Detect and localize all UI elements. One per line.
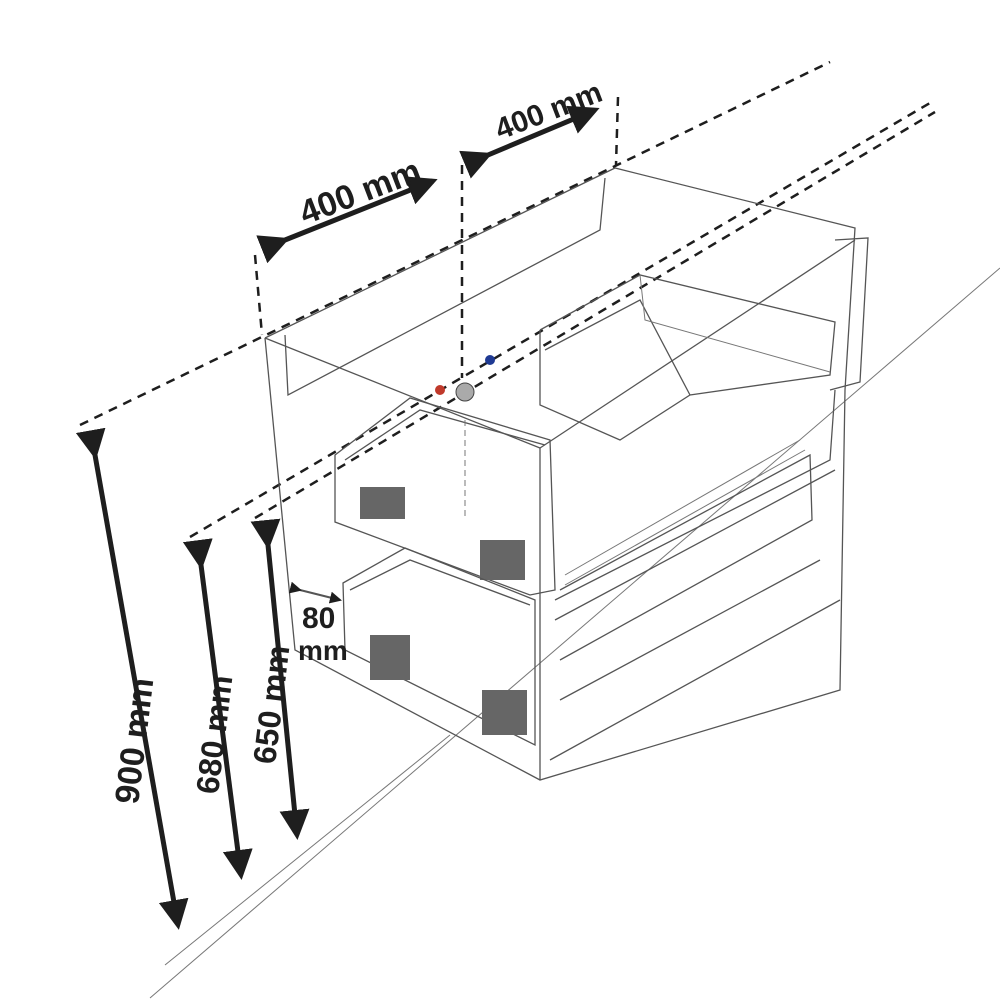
cold-water-pipe-icon [485, 355, 495, 365]
offset-unit-label: mm [298, 635, 348, 666]
extension-lines [79, 60, 936, 539]
lower-drawer [342, 547, 536, 747]
width-left-label: 400 mm [294, 152, 426, 233]
offset-value-label: 80 [302, 602, 335, 635]
drawer-bracket [370, 635, 410, 680]
dimension-arrows [75, 105, 600, 930]
cabinet-body [264, 167, 869, 781]
drawer-bracket [482, 690, 527, 735]
drawer-bracket [480, 540, 525, 580]
hot-water-pipe-icon [435, 385, 445, 395]
drawer-bracket [360, 487, 405, 519]
floor-lines [149, 267, 1000, 999]
drain-icon [455, 382, 475, 402]
upper-drawer [334, 397, 556, 596]
width-right-label: 400 mm [491, 76, 607, 147]
height-upper-label: 680 mm [189, 673, 239, 796]
